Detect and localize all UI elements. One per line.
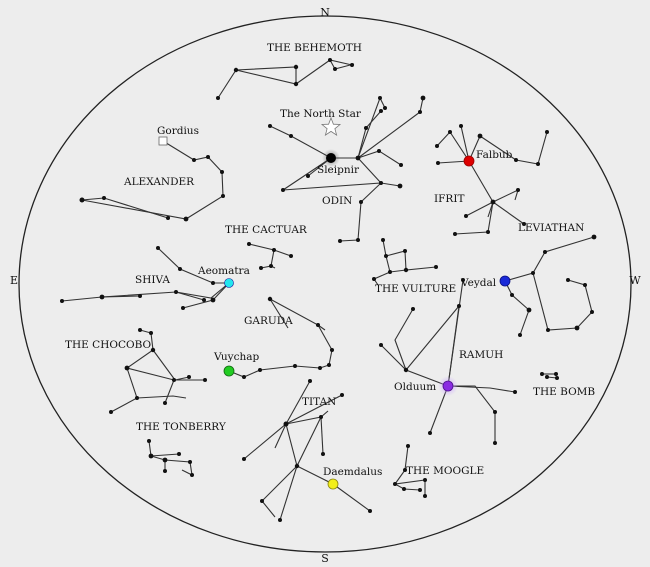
- compass-north: N: [320, 6, 330, 19]
- veydal-star-marker: [500, 276, 510, 286]
- label-moogle: THE MOOGLE: [406, 465, 484, 477]
- label-shiva: SHIVA: [135, 274, 170, 286]
- falbub-star-marker: [464, 156, 474, 166]
- compass-east: E: [10, 274, 18, 287]
- daemdalus-star-marker: [328, 479, 338, 489]
- label-vuychap: Vuychap: [213, 351, 260, 363]
- label-ifrit: IFRIT: [434, 193, 465, 205]
- compass-west: W: [629, 274, 641, 287]
- label-aeomatra: Aeomatra: [197, 265, 250, 277]
- label-odin: ODIN: [322, 195, 352, 207]
- label-bomb: THE BOMB: [533, 386, 595, 398]
- label-veydal: Veydal: [460, 277, 497, 289]
- compass-south: S: [321, 552, 329, 565]
- label-falbub: Falbub: [476, 149, 513, 161]
- label-behemoth: THE BEHEMOTH: [267, 42, 362, 54]
- label-chocobo: THE CHOCOBO: [65, 339, 152, 351]
- label-leviathan: LEVIATHAN: [518, 222, 584, 234]
- label-titan: TITAN: [302, 396, 336, 408]
- sleipnir-star-marker: [326, 153, 336, 163]
- vuychap-star-marker: [224, 366, 234, 376]
- label-tonberry: THE TONBERRY: [136, 421, 227, 433]
- label-cactuar: THE CACTUAR: [225, 224, 308, 236]
- label-ramuh: RAMUH: [459, 349, 503, 361]
- label-garuda: GARUDA: [244, 315, 293, 327]
- aeomatra-star-marker: [225, 279, 234, 288]
- label-gordius: Gordius: [157, 125, 199, 137]
- label-vulture: THE VULTURE: [375, 283, 456, 295]
- olduum-star-marker: [443, 381, 453, 391]
- label-olduum: Olduum: [394, 381, 436, 393]
- gordius-star-marker: [159, 137, 167, 145]
- label-north-star: The North Star: [280, 108, 362, 120]
- label-sleipnir: Sleipnir: [317, 164, 360, 176]
- label-daemdalus: Daemdalus: [323, 466, 382, 478]
- label-alexander: ALEXANDER: [123, 176, 195, 188]
